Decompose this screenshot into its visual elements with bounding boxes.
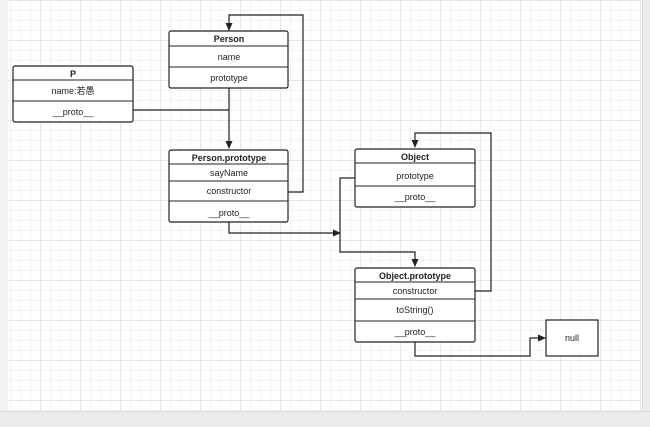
p-field-proto: __proto__ — [52, 107, 95, 117]
person-box[interactable]: Person name prototype — [168, 30, 289, 89]
object-prototype-field-tostring: toString() — [396, 305, 433, 315]
object-prototype-box[interactable]: Object.prototype constructor toString() … — [354, 267, 476, 343]
p-field-name: name:若愚 — [51, 85, 94, 96]
object-box[interactable]: Object prototype __proto__ — [354, 148, 476, 208]
object-prototype-title: Object.prototype — [379, 271, 451, 281]
object-title: Object — [401, 152, 429, 162]
person-field-name: name — [218, 52, 241, 62]
right-scrollbar[interactable] — [642, 0, 650, 426]
connector-constructor-to-person — [225, 14, 304, 193]
person-prototype-box[interactable]: Person.prototype sayName constructor __p… — [168, 149, 289, 223]
person-prototype-field-proto: __proto__ — [208, 208, 251, 218]
object-prototype-field-constructor: constructor — [393, 286, 438, 296]
person-prototype-field-constructor: constructor — [207, 186, 252, 196]
person-title: Person — [214, 34, 245, 44]
p-title: P — [70, 69, 76, 79]
person-prototype-title: Person.prototype — [192, 153, 267, 163]
connector-object-prototype-proto-to-null — [414, 334, 546, 357]
null-label: null — [565, 333, 579, 343]
object-field-proto: __proto__ — [394, 192, 437, 202]
object-prototype-field-proto: __proto__ — [394, 327, 437, 337]
connector-person-prototype-proto-to-object-prototype — [228, 222, 341, 237]
object-field-prototype: prototype — [396, 171, 434, 181]
person-prototype-field-sayname: sayName — [210, 168, 248, 178]
connector-object-prototype-constructor-to-object — [411, 132, 492, 292]
bottom-scrollbar[interactable] — [0, 411, 650, 427]
person-field-prototype: prototype — [210, 73, 248, 83]
connector-object-prototype-to-object-prototype-box — [339, 177, 419, 267]
left-gutter — [0, 0, 8, 426]
null-box[interactable]: null — [545, 319, 599, 357]
p-box[interactable]: P name:若愚 __proto__ — [12, 65, 134, 123]
